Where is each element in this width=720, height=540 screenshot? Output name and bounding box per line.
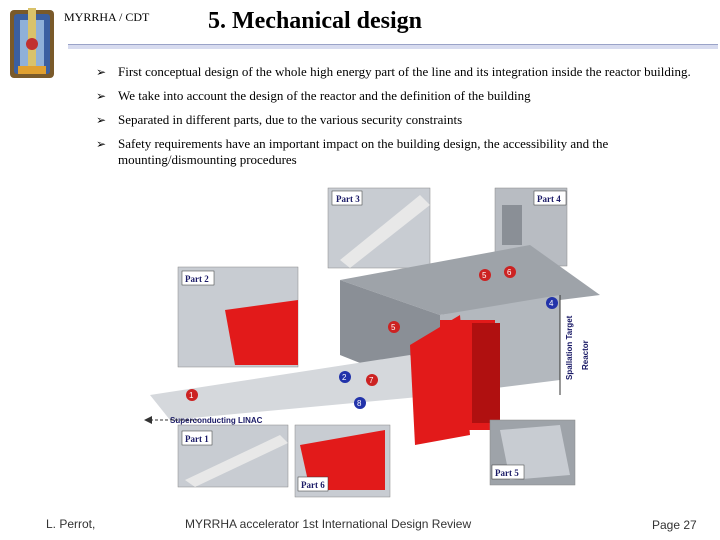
part-5-inset: Part 5 — [489, 419, 576, 486]
bullet-text: First conceptual design of the whole hig… — [118, 64, 691, 79]
bullet-text: Separated in different parts, due to the… — [118, 112, 463, 127]
marker-6-text: 6 — [507, 268, 512, 277]
bullet-item: ➢ Separated in different parts, due to th… — [96, 112, 696, 128]
bullet-text: We take into account the design of the r… — [118, 88, 531, 103]
marker-2: 2 — [339, 371, 351, 383]
marker-2-text: 2 — [342, 373, 347, 382]
marker-1: 1 — [186, 389, 198, 401]
arrow-bullet-icon: ➢ — [96, 137, 107, 151]
part-6-label: Part 6 — [301, 480, 325, 490]
spallation-target-label: Spallation Target — [565, 315, 574, 380]
reactor-logo — [10, 8, 54, 78]
beam-arrow-icon — [144, 416, 152, 424]
marker-1-text: 1 — [189, 391, 194, 400]
marker-5-lower: 5 — [388, 321, 400, 333]
organization-label: MYRRHA / CDT — [64, 10, 150, 24]
part-5-label: Part 5 — [495, 468, 519, 478]
bullet-item: ➢ First conceptual design of the whole hi… — [96, 64, 696, 80]
bullet-list: ➢ First conceptual design of the whole hi… — [96, 64, 696, 176]
bullet-item: ➢ We take into account the design of the … — [96, 88, 696, 104]
bullet-text: Safety requirements have an important im… — [118, 136, 609, 167]
part-4-label: Part 4 — [537, 194, 561, 204]
slide-title: 5. Mechanical design — [208, 8, 422, 34]
mechanical-design-figure: Part 3 Part 4 Part 2 Superconducting LIN… — [144, 187, 600, 498]
marker-4-text: 4 — [549, 299, 554, 308]
part-2-inset: Part 2 — [177, 266, 299, 368]
marker-6: 6 — [504, 266, 516, 278]
footer-event: MYRRHA accelerator 1st International Des… — [185, 517, 472, 531]
arrow-bullet-icon: ➢ — [96, 65, 107, 79]
page-number: Page 27 — [652, 518, 697, 532]
main-building — [150, 245, 600, 445]
marker-8: 8 — [354, 397, 366, 409]
part-1-inset: Part 1 — [177, 424, 289, 488]
reactor-label: Reactor — [581, 340, 590, 370]
arrow-bullet-icon: ➢ — [96, 113, 107, 127]
arrow-bullet-icon: ➢ — [96, 89, 107, 103]
marker-8-text: 8 — [357, 399, 362, 408]
bullet-item: ➢ Safety requirements have an important i… — [96, 136, 696, 168]
marker-5-lower-text: 5 — [391, 323, 396, 332]
marker-7-text: 7 — [369, 376, 374, 385]
marker-4: 4 — [546, 297, 558, 309]
marker-5-upper: 5 — [479, 269, 491, 281]
marker-7: 7 — [366, 374, 378, 386]
linac-label: Superconducting LINAC — [170, 416, 263, 425]
footer-author: L. Perrot, — [46, 517, 96, 531]
part-1-label: Part 1 — [185, 434, 209, 444]
part-2-label: Part 2 — [185, 274, 209, 284]
part-3-inset: Part 3 — [327, 187, 431, 269]
part-3-label: Part 3 — [336, 194, 360, 204]
title-divider — [68, 44, 718, 49]
marker-5-upper-text: 5 — [482, 271, 487, 280]
part-6-inset: Part 6 — [294, 424, 391, 498]
